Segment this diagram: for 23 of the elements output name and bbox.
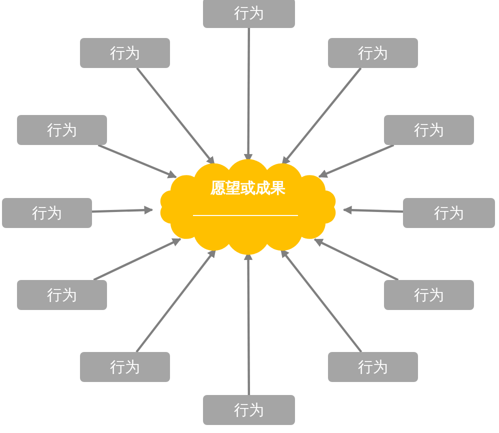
action-box: 行为 (17, 115, 107, 145)
action-box: 行为 (2, 198, 92, 228)
action-box: 行为 (384, 115, 474, 145)
arrow (92, 206, 154, 214)
arrow (281, 67, 362, 166)
goal-label: 愿望或成果 (209, 179, 286, 198)
arrow (280, 248, 362, 353)
action-box: 行为 (384, 280, 474, 310)
action-box: 行为 (328, 38, 418, 68)
action-box: 行为 (403, 198, 495, 228)
action-box: 行为 (80, 38, 170, 68)
arrow (136, 67, 216, 166)
arrow (93, 238, 182, 281)
action-box: 行为 (80, 352, 170, 382)
action-box: 行为 (203, 395, 295, 425)
action-box: 行为 (203, 0, 295, 28)
action-box: 行为 (17, 280, 107, 310)
arrow (342, 206, 404, 214)
action-box: 行为 (328, 352, 418, 382)
arrow (314, 238, 399, 281)
arrow (318, 144, 394, 178)
arrow (98, 144, 177, 178)
arrow (136, 248, 216, 353)
